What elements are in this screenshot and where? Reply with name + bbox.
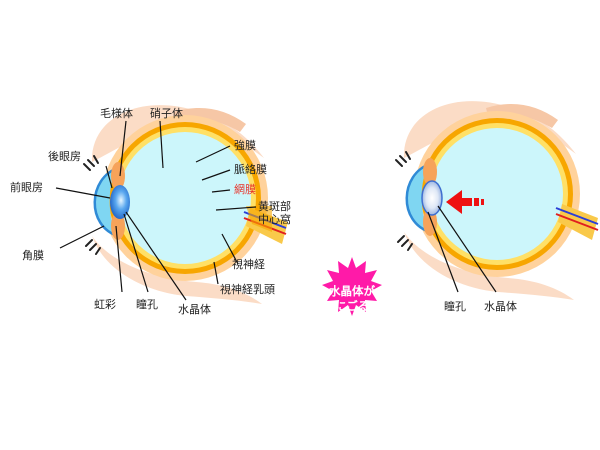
optic-nerve — [243, 206, 288, 244]
label-lens-right: 水晶体 — [484, 300, 517, 313]
burst-caption: 水晶体が にごる — [312, 284, 392, 314]
upper-eyelid — [91, 105, 264, 162]
cornea-right — [406, 164, 430, 232]
label-iris: 虹彩 — [94, 298, 116, 311]
burst-line-2: にごる — [334, 299, 370, 313]
red-arrow-icon — [446, 190, 484, 214]
crystalline-lens — [110, 185, 130, 219]
burst-shape — [322, 257, 382, 316]
clouded-lens — [421, 180, 443, 216]
label-posterior-chamber: 後眼房 — [48, 150, 81, 163]
optic-nerve-right — [555, 204, 599, 240]
leader-lines-right — [427, 205, 497, 293]
label-macula: 黄斑部 — [258, 200, 291, 213]
iris-upper — [114, 176, 120, 190]
label-lens: 水晶体 — [178, 303, 211, 316]
vitreous-right — [431, 128, 563, 260]
lower-eyelashes-right — [397, 235, 413, 251]
label-optic-disc: 視神経乳頭 — [220, 283, 275, 296]
right-eye — [395, 101, 599, 300]
label-anterior-chamber: 前眼房 — [10, 181, 43, 194]
label-pupil-right: 瞳孔 — [444, 300, 466, 313]
lower-eyelashes — [85, 239, 101, 255]
label-ciliary-body: 毛様体 — [100, 107, 133, 120]
lower-eyelid — [92, 236, 262, 304]
lower-eyelid-right — [404, 232, 574, 300]
vitreous-body — [119, 132, 251, 264]
burst-line-1: 水晶体が — [329, 284, 375, 298]
iris-lower — [114, 214, 120, 228]
leader-lines — [55, 120, 257, 301]
left-eye — [55, 105, 288, 304]
upper-eyelid-right — [403, 101, 576, 158]
label-sclera: 強膜 — [234, 139, 256, 152]
label-choroid: 脈絡膜 — [234, 163, 267, 176]
label-pupil: 瞳孔 — [136, 298, 158, 311]
label-retina: 網膜 — [234, 183, 256, 196]
label-cornea: 角膜 — [22, 249, 44, 262]
upper-eyelashes — [83, 155, 99, 171]
upper-eyelashes-right — [395, 151, 411, 167]
label-vitreous: 硝子体 — [150, 107, 183, 120]
label-fovea: 中心窩 — [258, 213, 291, 226]
label-optic-nerve: 視神経 — [232, 258, 265, 271]
cornea — [94, 168, 118, 236]
